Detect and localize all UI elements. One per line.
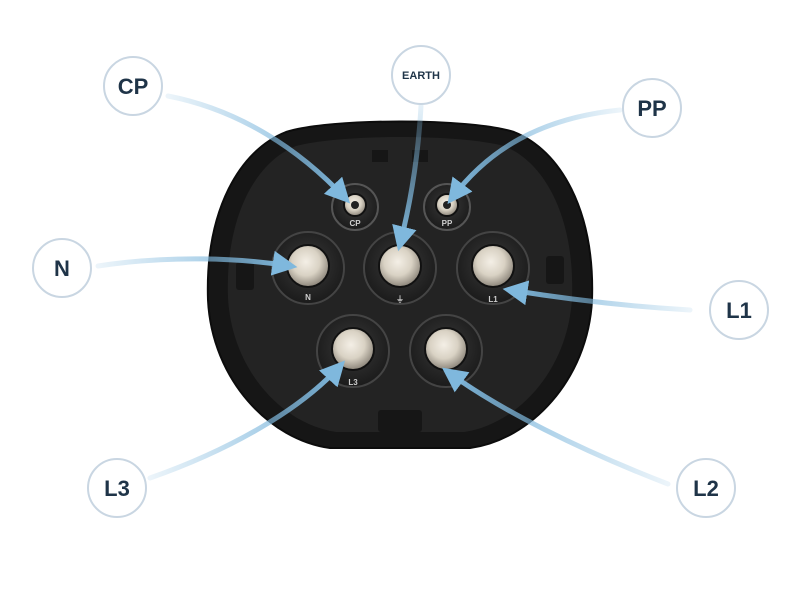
callout-earth-label: EARTH <box>402 70 440 82</box>
callout-cp: CP <box>103 56 163 116</box>
bottom-notch <box>378 410 422 432</box>
pin-n-mark: N <box>305 293 311 302</box>
pin-n: N <box>271 231 345 305</box>
callout-cp-label: CP <box>118 74 149 99</box>
callout-earth: EARTH <box>391 45 451 105</box>
arrow-l2 <box>441 367 671 487</box>
callout-l2: L2 <box>676 458 736 518</box>
callout-pp-label: PP <box>637 96 666 121</box>
arrow-cp <box>165 93 351 204</box>
pin-cp-mark: CP <box>349 219 361 228</box>
callout-l1-label: L1 <box>726 298 752 323</box>
callout-l3-label: L3 <box>104 476 130 501</box>
arrow-pp <box>447 107 623 204</box>
callout-l3: L3 <box>87 458 147 518</box>
top-notch-left <box>372 150 388 162</box>
pin-earth-mark: ⏚ <box>396 295 404 304</box>
right-key <box>546 256 564 284</box>
pin-pp: PP <box>423 183 471 231</box>
arrow-earth <box>392 103 424 252</box>
callout-arrows <box>95 93 693 487</box>
pin-earth: ⏚ <box>363 231 437 305</box>
pin-l1-mark: L1 <box>488 295 498 304</box>
callout-n: N <box>32 238 92 298</box>
callout-l1: L1 <box>709 280 769 340</box>
callout-n-label: N <box>54 256 70 281</box>
arrow-l3 <box>147 360 346 481</box>
callout-pp: PP <box>622 78 682 138</box>
pin-pp-mark: PP <box>442 219 453 228</box>
left-key <box>236 262 254 290</box>
arrow-n <box>95 250 298 276</box>
pin-l2 <box>409 314 483 388</box>
pin-l3-mark: L3 <box>348 378 358 387</box>
arrow-l1 <box>502 280 693 313</box>
callout-l2-label: L2 <box>693 476 719 501</box>
